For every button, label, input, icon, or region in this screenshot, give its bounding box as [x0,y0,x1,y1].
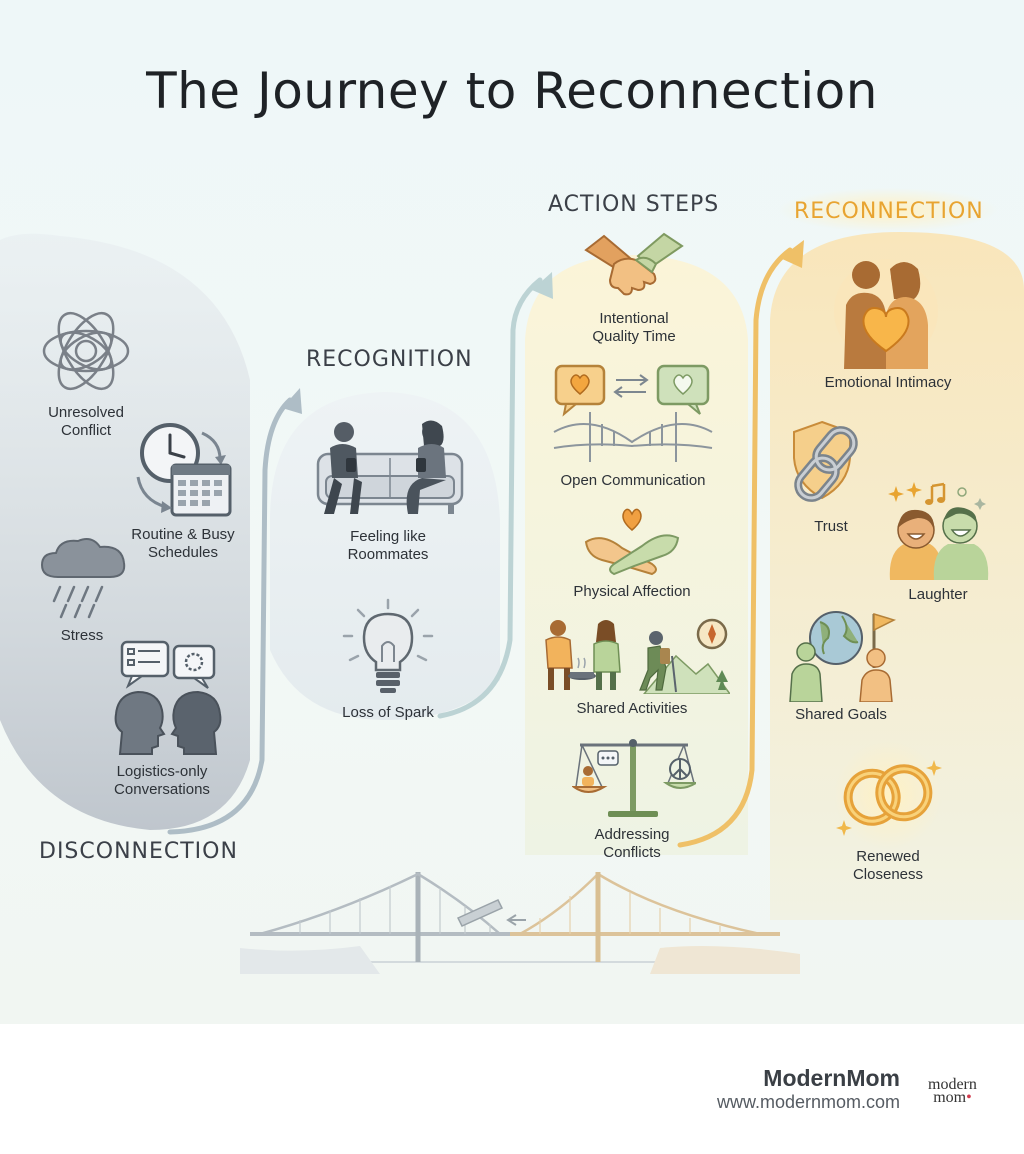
logo-line-1: modern [928,1076,977,1093]
label-routine-busy-schedules: Routine & Busy Schedules [131,526,235,561]
label-feeling-like-roommates: Feeling like Roommates [347,528,429,563]
embracing-couple-heart-icon [834,259,938,369]
laughing-couple-icon [888,482,989,580]
broken-bridge-illustration [240,872,800,974]
globe-flag-couple-icon [789,611,897,702]
label-shared-goals: Shared Goals [795,706,887,723]
hug-heart-icon [584,508,680,576]
label-renewed-closeness: Renewed Closeness [852,848,924,883]
balance-scale-icon [572,739,696,817]
infographic-canvas: The Journey to Reconnection Unresolved C… [0,0,1024,1024]
couple-on-couch-icon [316,420,464,514]
shared-activities-icon [545,618,730,694]
tangled-knot-icon [42,312,130,390]
interlocked-rings-icon [834,741,942,849]
label-laughter: Laughter [908,586,968,603]
label-intentional-quality-time: Intentional Quality Time [592,310,676,345]
bridge-chat-bubbles-icon [553,364,713,462]
label-loss-of-spark: Loss of Spark [342,704,434,721]
clock-calendar-icon [136,423,232,517]
label-addressing-conflicts: Addressing Conflicts [594,826,670,861]
stage-title-action-steps: ACTION STEPS [548,192,720,217]
footer: ModernMom www.modernmom.com modern mom• [0,1024,1024,1154]
rain-cloud-icon [40,538,126,619]
label-open-communication: Open Communication [560,472,706,489]
lightbulb-icon [342,598,434,693]
label-unresolved-conflict: Unresolved Conflict [48,404,124,439]
label-emotional-intimacy: Emotional Intimacy [824,374,952,391]
stage-title-recognition: RECOGNITION [306,347,473,372]
label-stress: Stress [60,627,104,644]
handshake-icon [584,232,684,296]
modernmom-logo: modern mom• [928,1076,977,1106]
label-physical-affection: Physical Affection [573,583,691,600]
label-trust: Trust [814,518,848,535]
stage-title-disconnection: DISCONNECTION [39,839,238,864]
page-title: The Journey to Reconnection [146,62,878,120]
stage-title-reconnection: RECONNECTION [794,199,984,224]
brand-name: ModernMom [763,1065,900,1091]
label-shared-activities: Shared Activities [576,700,688,717]
label-logistics-only-conversations: Logistics-only Conversations [114,763,210,798]
brand-url[interactable]: www.modernmom.com [716,1092,900,1112]
shield-chain-icon [793,420,858,502]
logo-line-2: mom [933,1089,967,1106]
talking-heads-icon [114,640,222,755]
